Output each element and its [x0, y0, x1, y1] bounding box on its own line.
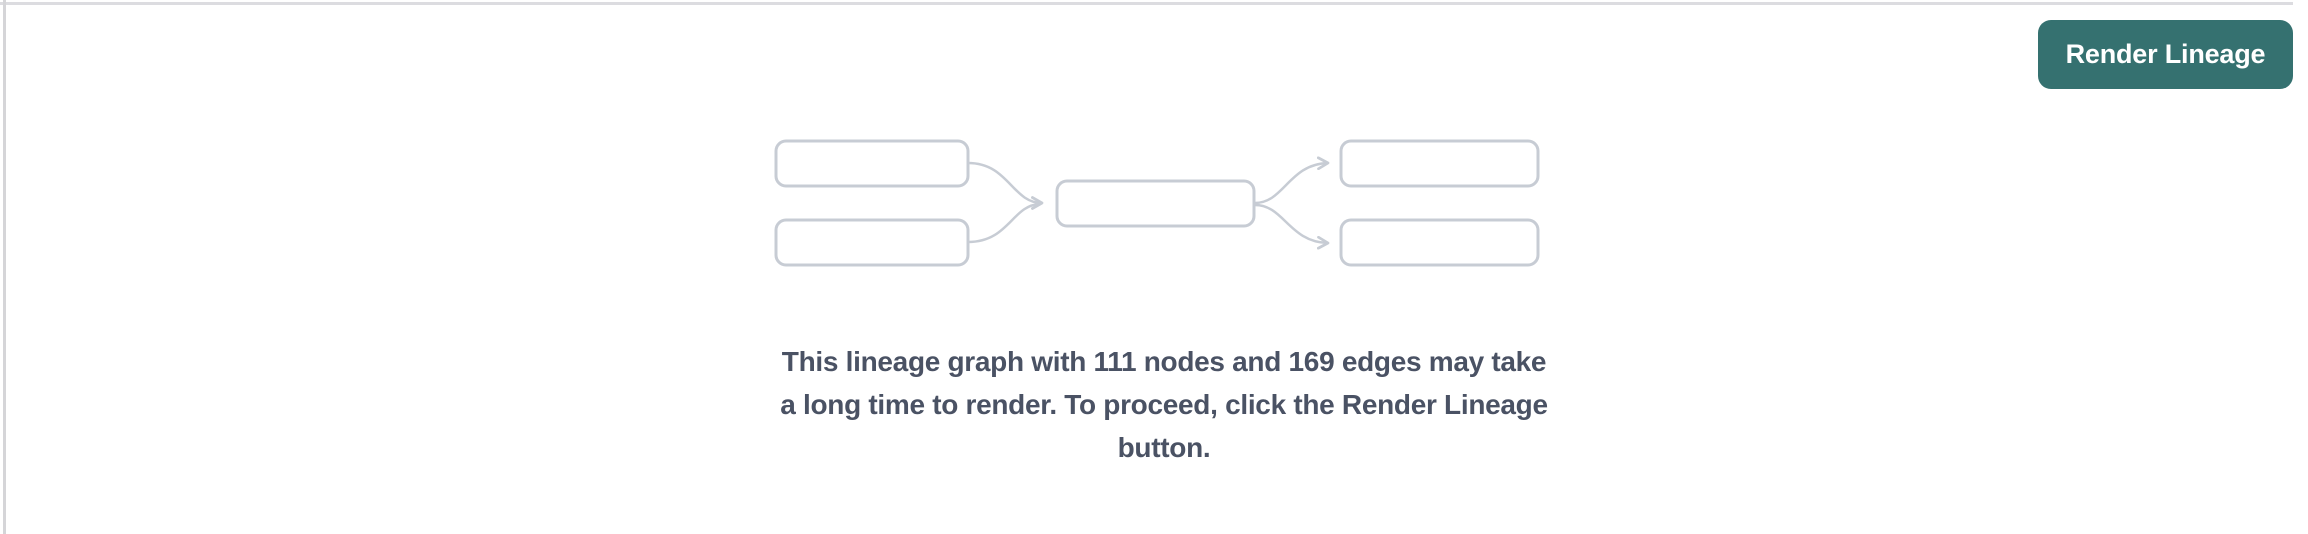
message-line: button. [1117, 432, 1211, 463]
placeholder-edge [1254, 203, 1330, 250]
placeholder-node [774, 218, 970, 267]
pane-top-border [0, 2, 2293, 5]
render-lineage-button[interactable]: Render Lineage [2038, 20, 2293, 89]
placeholder-node [1055, 179, 1256, 228]
placeholder-edge [967, 161, 1044, 210]
placeholder-node [1339, 139, 1540, 188]
lineage-placeholder-diagram [774, 138, 1554, 278]
render-warning-message: This lineage graph with 111 nodes and 16… [684, 340, 1644, 469]
message-line: a long time to render. To proceed, click… [780, 389, 1548, 420]
lineage-empty-state: This lineage graph with 111 nodes and 16… [684, 138, 1644, 469]
message-line: This lineage graph with 111 nodes and 16… [781, 346, 1547, 377]
placeholder-edge [967, 202, 1041, 244]
placeholder-edge [1254, 156, 1330, 205]
placeholder-node [1339, 218, 1540, 267]
lineage-placeholder-svg [774, 139, 1540, 267]
placeholder-node [774, 139, 970, 188]
pane-left-border [3, 0, 6, 534]
